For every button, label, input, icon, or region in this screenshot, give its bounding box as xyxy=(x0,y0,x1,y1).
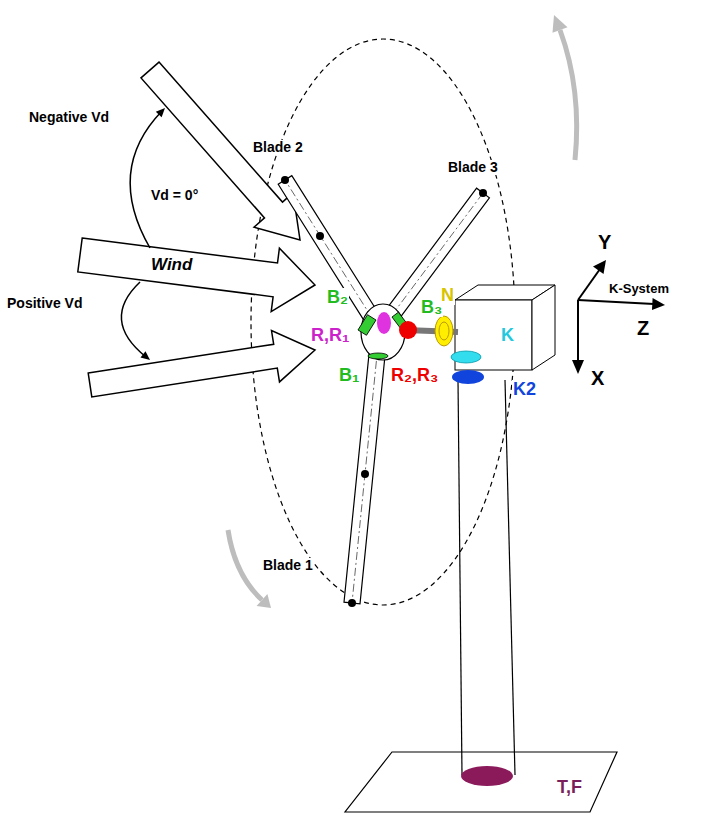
axis-arrowhead xyxy=(652,298,665,310)
axis-arrowhead xyxy=(593,260,606,274)
blade-bearing xyxy=(368,353,388,359)
rotor-point xyxy=(377,312,391,334)
blade-label: Blade 1 xyxy=(262,558,314,573)
angle-label: Negative Vd xyxy=(28,110,110,125)
angle-arrowhead xyxy=(156,108,165,117)
nacelle-point xyxy=(439,322,449,340)
yaw-point xyxy=(451,351,481,363)
wind-label: Wind xyxy=(150,256,193,274)
wind-arrow xyxy=(88,331,315,397)
axis-arrow xyxy=(578,269,600,300)
node-dot xyxy=(361,470,369,478)
axis-label: Z xyxy=(636,318,650,339)
blade-axis xyxy=(392,193,483,315)
node-dot xyxy=(479,189,487,197)
blade-label: Blade 2 xyxy=(252,140,304,155)
axis-label: X xyxy=(590,368,605,389)
part-label: R,R₁ xyxy=(310,326,350,345)
nacelle xyxy=(532,285,555,370)
angle-arc xyxy=(121,282,146,357)
axis-arrow xyxy=(578,300,654,304)
part-label: T,F xyxy=(556,778,583,797)
ground-plane xyxy=(345,752,617,812)
angle-arrowhead xyxy=(141,351,151,360)
blade-label: Blade 3 xyxy=(447,160,499,175)
part-label: R₂,R₃ xyxy=(390,366,439,385)
yaw-point xyxy=(452,370,484,384)
node-dot xyxy=(348,599,356,607)
axis-arrowhead xyxy=(572,360,584,374)
part-label: B₂ xyxy=(326,288,349,307)
tower xyxy=(458,380,462,775)
angle-label: Vd = 0° xyxy=(150,188,199,203)
part-label: N xyxy=(440,286,455,305)
rotation-arrow xyxy=(228,530,262,600)
node-dot xyxy=(316,232,324,240)
blade-axis xyxy=(285,180,372,318)
angle-label: Positive Vd xyxy=(6,296,83,311)
rotation-arrow xyxy=(560,30,577,160)
axis-label: K-System xyxy=(608,282,670,296)
part-label: B₁ xyxy=(338,366,360,385)
node-dot xyxy=(281,176,289,184)
axis-label: Y xyxy=(597,232,612,253)
angle-arc xyxy=(130,111,162,248)
rotation-arrowhead xyxy=(257,594,271,608)
wind-arrow xyxy=(78,238,315,312)
nacelle-point xyxy=(435,316,453,346)
tower xyxy=(505,380,515,775)
blade xyxy=(278,176,379,323)
rotation-arrowhead xyxy=(553,15,568,33)
part-label: K2 xyxy=(512,380,537,399)
blade xyxy=(386,188,490,320)
part-label: K xyxy=(500,326,515,345)
rotor-point xyxy=(399,321,417,339)
axis-arrow xyxy=(577,300,579,362)
blade-bearing xyxy=(358,315,376,336)
tower-base xyxy=(461,766,513,786)
